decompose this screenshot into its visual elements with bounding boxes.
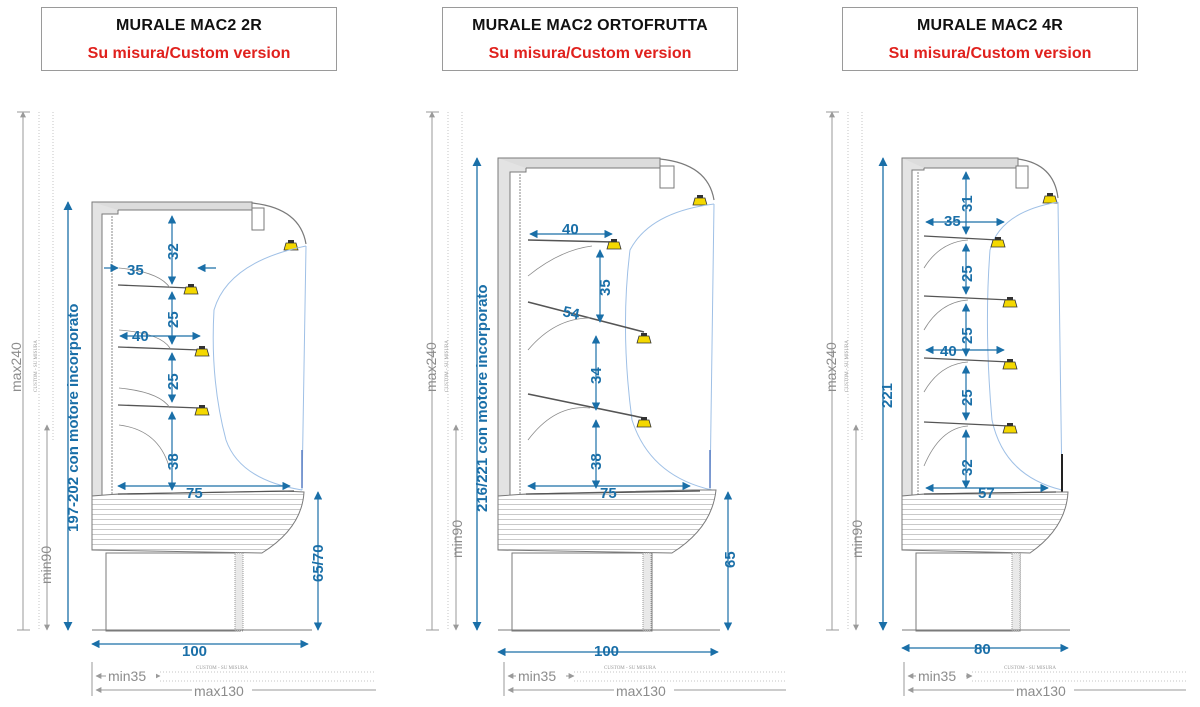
panel-3-spacing-2: 25 — [959, 265, 976, 282]
panel-2-depth-2: 54 — [561, 303, 581, 323]
panel-3-spacing-5: 32 — [959, 459, 976, 476]
panel-3-depth-1: 35 — [944, 213, 961, 230]
panel-2-custom-horizontal: CUSTOM - SU MISURA — [604, 666, 656, 671]
panel-3-spacing-1: 31 — [959, 195, 976, 212]
panel-1-drawing: max240 min90 CUSTOM - SU MISURA 197-202 … — [8, 111, 376, 699]
panel-1-custom-horizontal: CUSTOM - SU MISURA — [196, 666, 248, 671]
panel-3-title: MURALE MAC2 4R — [917, 17, 1063, 34]
panel-2-max-height: max240 — [423, 342, 439, 392]
panel-2-min-height: min90 — [449, 520, 465, 558]
panel-1-title: MURALE MAC2 2R — [116, 17, 262, 34]
panel-1-spacing-2: 25 — [165, 311, 182, 328]
panel-3-height-label: 221 — [879, 383, 896, 408]
panel-1-spacing-1: 32 — [165, 243, 182, 260]
panel-2-subtitle: Su misura/Custom version — [488, 45, 692, 62]
panel-2-title-box: MURALE MAC2 ORTOFRUTTA Su misura/Custom … — [442, 7, 738, 71]
panel-2-spacing-3: 38 — [588, 453, 605, 470]
panel-3-custom-vertical: CUSTOM - SU MISURA — [845, 340, 850, 392]
panel-3-width: 80 — [974, 641, 991, 658]
panel-3-spacing-3: 25 — [959, 327, 976, 344]
panel-2-spacing-1: 35 — [597, 279, 614, 296]
panel-1-depth-2: 40 — [132, 328, 149, 345]
panel-3-base-depth: 57 — [978, 485, 995, 502]
panel-2-spacing-2: 34 — [588, 367, 605, 384]
panel-3-subtitle: Su misura/Custom version — [888, 45, 1092, 62]
panel-2-width: 100 — [594, 643, 619, 660]
panel-1-spacing-4: 38 — [165, 453, 182, 470]
panel-2-front-height: 65 — [722, 551, 739, 568]
panel-1-custom-vertical: CUSTOM - SU MISURA — [34, 340, 39, 392]
panel-1-max-height: max240 — [8, 342, 24, 392]
panel-3-spacing-4: 25 — [959, 389, 976, 406]
panel-1-min-height: min90 — [38, 546, 54, 584]
panel-2-custom-vertical: CUSTOM - SU MISURA — [445, 340, 450, 392]
panel-1-width: 100 — [182, 643, 207, 660]
panel-1-subtitle: Su misura/Custom version — [87, 45, 291, 62]
panel-2-base-depth: 75 — [600, 485, 617, 502]
panel-3-drawing: max240 min90 CUSTOM - SU MISURA 221 — [823, 111, 1186, 699]
panel-1-title-box: MURALE MAC2 2R Su misura/Custom version — [41, 7, 337, 71]
panel-1-max-width: max130 — [194, 683, 244, 699]
panel-1-front-height: 65/70 — [310, 544, 327, 582]
panel-2-drawing: max240 min90 CUSTOM - SU MISURA 216/221 … — [423, 111, 786, 699]
panel-2-title: MURALE MAC2 ORTOFRUTTA — [472, 17, 708, 34]
panel-1-depth-1: 35 — [127, 262, 144, 279]
panel-1-height-label: 197-202 con motore incorporato — [65, 304, 82, 532]
panel-1-spacing-3: 25 — [165, 373, 182, 390]
panel-3-min-width: min35 — [918, 668, 956, 684]
panel-2-min-width: min35 — [518, 668, 556, 684]
panel-3-custom-horizontal: CUSTOM - SU MISURA — [1004, 666, 1056, 671]
panel-3-depth-2: 40 — [940, 343, 957, 360]
panel-2-max-width: max130 — [616, 683, 666, 699]
panel-1-min-width: min35 — [108, 668, 146, 684]
panel-3-max-width: max130 — [1016, 683, 1066, 699]
panel-3-min-height: min90 — [849, 520, 865, 558]
panel-2-depth-1: 40 — [562, 221, 579, 238]
panel-1-base-depth: 75 — [186, 485, 203, 502]
panel-3-title-box: MURALE MAC2 4R Su misura/Custom version — [842, 7, 1138, 71]
panel-3-max-height: max240 — [823, 342, 839, 392]
panel-2-height-label: 216/221 con motore incorporato — [474, 284, 491, 512]
